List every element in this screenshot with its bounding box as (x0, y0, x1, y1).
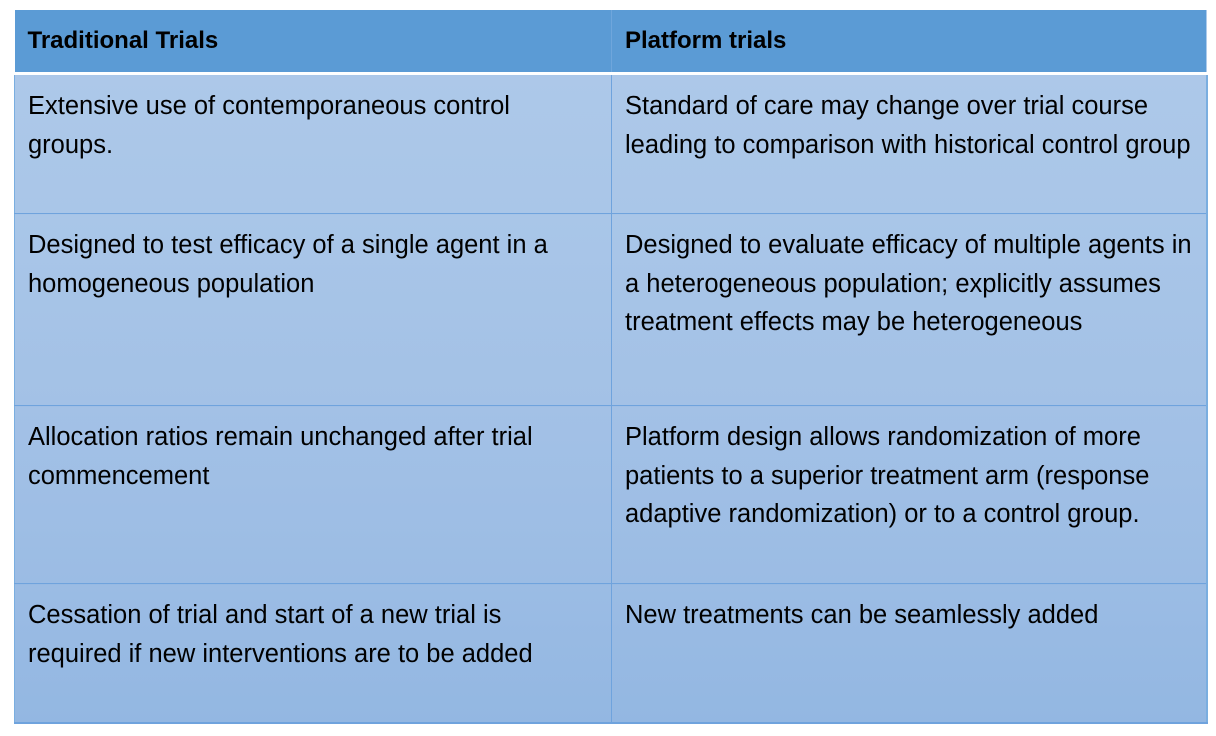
cell-platform: Platform design allows randomization of … (611, 405, 1208, 584)
header-traditional-trials: Traditional Trials (14, 10, 612, 75)
cell-platform: Designed to evaluate efficacy of multipl… (611, 213, 1208, 406)
table-row: Extensive use of contemporaneous control… (14, 73, 1208, 214)
table-row: Designed to test efficacy of a single ag… (14, 213, 1208, 406)
cell-traditional: Extensive use of contemporaneous control… (14, 73, 612, 214)
table-row: Cessation of trial and start of a new tr… (14, 583, 1208, 724)
header-row: Traditional Trials Platform trials (14, 10, 1207, 75)
cell-traditional: Designed to test efficacy of a single ag… (14, 213, 612, 406)
cell-platform: Standard of care may change over trial c… (611, 73, 1208, 214)
table-header: Traditional Trials Platform trials (14, 10, 1207, 75)
cell-platform: New treatments can be seamlessly added (611, 583, 1208, 724)
comparison-table: Traditional Trials Platform trials Exten… (14, 10, 1208, 724)
table-row: Allocation ratios remain unchanged after… (14, 405, 1208, 584)
cell-traditional: Cessation of trial and start of a new tr… (14, 583, 612, 724)
header-platform-trials: Platform trials (611, 10, 1207, 75)
cell-traditional: Allocation ratios remain unchanged after… (14, 405, 612, 584)
table-body: Extensive use of contemporaneous control… (14, 73, 1208, 724)
